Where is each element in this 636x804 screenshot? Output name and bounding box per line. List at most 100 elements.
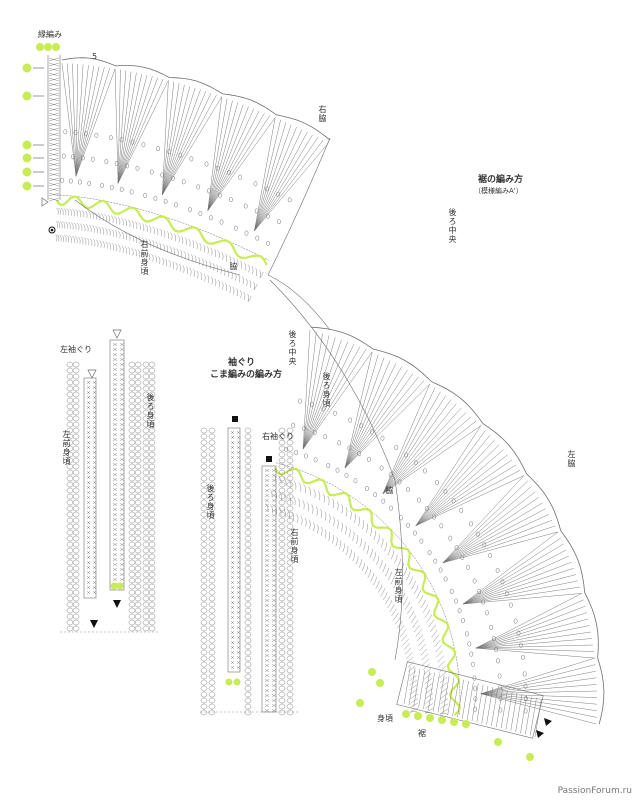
left-armhole-chain-5 xyxy=(148,361,156,632)
hem-marker-circle xyxy=(450,718,458,726)
side-boundary xyxy=(269,279,403,661)
top-band-bobble xyxy=(130,139,135,145)
top-band-bobble xyxy=(94,132,99,138)
left-armhole-chain-2 xyxy=(128,361,136,632)
edge-column-stitch xyxy=(48,162,60,167)
edge-column-stitch xyxy=(48,92,60,97)
top-band-bobble xyxy=(156,146,161,152)
top-band-bobble xyxy=(125,163,129,169)
hem-arc-bobble xyxy=(469,521,473,527)
hem-arc-bobble xyxy=(291,422,296,428)
hem-arc-bobble xyxy=(443,489,448,494)
top-band-bobble xyxy=(73,130,78,136)
top-band-bobble xyxy=(80,155,85,161)
top-band-bobble xyxy=(63,129,68,135)
hem-arc-bobble xyxy=(473,706,478,712)
edge-column-stitch xyxy=(48,67,60,72)
hem-marker-circle xyxy=(494,738,502,746)
top-band-bobble xyxy=(141,142,146,148)
hem-arc-bobble xyxy=(481,599,486,605)
hem-arc-bobble xyxy=(509,602,513,608)
edge-marker-circle xyxy=(44,43,52,51)
edge-column-stitch xyxy=(48,152,60,157)
row-marker-circle xyxy=(22,63,32,73)
top-band-bobble xyxy=(108,135,113,141)
edge-column-stitch xyxy=(48,142,60,147)
watermark: PassionForum.ru xyxy=(557,786,632,796)
hem-edge-stitch xyxy=(476,684,484,723)
top-band-mesh xyxy=(55,207,264,302)
hem-arc-bobble xyxy=(496,658,500,664)
left-armhole-col-b-stitches xyxy=(112,342,125,587)
left-armhole-heart-2 xyxy=(90,620,98,628)
hem-arc-bobble xyxy=(497,673,502,679)
back-center-label-2: 後ろ中央 xyxy=(288,330,297,366)
hem-arc-bobble xyxy=(348,417,353,423)
armhole-title-2: こま編みの編み方 xyxy=(210,370,283,380)
side-label-lower: 脇 xyxy=(385,486,394,495)
hem-arc-bobble xyxy=(406,487,410,492)
hem-arc-fan xyxy=(415,425,525,526)
top-band-bobble xyxy=(135,165,140,171)
hem-marker-circle xyxy=(438,716,446,724)
left-armhole-heart-outline-2 xyxy=(112,329,122,339)
hem-marker-circle xyxy=(356,699,364,707)
hem-edge-stitch xyxy=(423,671,430,710)
right-side-boundary xyxy=(267,137,331,331)
hem-arc-bobble xyxy=(460,554,465,560)
row-number-5: 5 xyxy=(92,52,98,61)
hem-arc-bobble xyxy=(397,479,402,485)
right-armhole-label: 右袖ぐり xyxy=(262,432,294,441)
top-band-bobble xyxy=(160,172,165,178)
hem-marker-circle xyxy=(414,712,422,720)
top-band-bobble xyxy=(90,156,95,162)
hem-arc-bobble xyxy=(313,457,318,463)
edge-column-stitch xyxy=(48,137,60,142)
start-marker xyxy=(48,226,56,234)
row-marker-circle xyxy=(22,181,32,191)
hem-arc-bobble xyxy=(498,707,503,713)
hem-arc-bobble xyxy=(492,636,496,641)
hem-arc-bobble xyxy=(454,598,458,604)
top-band-bobble xyxy=(198,211,203,217)
edge-column-stitch xyxy=(48,182,60,187)
edge-marker-circle xyxy=(36,43,44,51)
hem-arc-bobble xyxy=(516,630,521,636)
top-band-bobble xyxy=(149,169,154,175)
top-band-bobble xyxy=(227,170,231,176)
right-armhole-col-a-stitches xyxy=(230,430,241,670)
right-side-label: 右脇 xyxy=(318,105,327,123)
right-front-label: 右前身頃 xyxy=(140,240,149,276)
left-armhole-col-a-frame xyxy=(83,377,97,599)
hem-arc-bobble xyxy=(404,452,409,458)
hem-arc-bobble xyxy=(439,523,444,529)
hem-arc-bobble xyxy=(298,398,302,404)
row-marker-circle xyxy=(22,140,32,150)
hem-marker-circle xyxy=(462,720,470,728)
hem-triangle-marker xyxy=(536,730,544,738)
hem-edge-stitch xyxy=(466,682,474,720)
hem-arc-bobble xyxy=(438,567,443,573)
left-armhole-col-a-stitches xyxy=(86,380,97,595)
hem-edge-stitch xyxy=(520,695,527,734)
top-band-bobble xyxy=(253,181,258,187)
hem-edge-stitch xyxy=(481,685,489,724)
start-triangle xyxy=(41,197,49,207)
right-armhole-marker xyxy=(225,678,233,686)
hem-label: 裾 xyxy=(418,729,426,738)
edge-marker-circle xyxy=(52,43,60,51)
edge-column-stitch xyxy=(48,107,60,112)
hem-arc-bobble xyxy=(469,651,474,657)
hem-arc-bobble xyxy=(353,478,358,484)
hem-arc-bobble xyxy=(381,498,386,504)
hem-arc-bobble xyxy=(380,435,385,441)
hem-arc-bobble xyxy=(451,498,456,504)
hem-subtitle: （模様編みA'） xyxy=(474,187,523,195)
right-armhole-col-a-frame xyxy=(227,427,241,673)
hem-edge-stitch xyxy=(486,687,493,725)
hem-arc-bobble xyxy=(304,453,308,459)
armhole-title-1: 袖ぐり xyxy=(228,358,256,368)
hem-arc-bobble xyxy=(449,589,454,594)
edge-column-stitch xyxy=(48,117,60,122)
